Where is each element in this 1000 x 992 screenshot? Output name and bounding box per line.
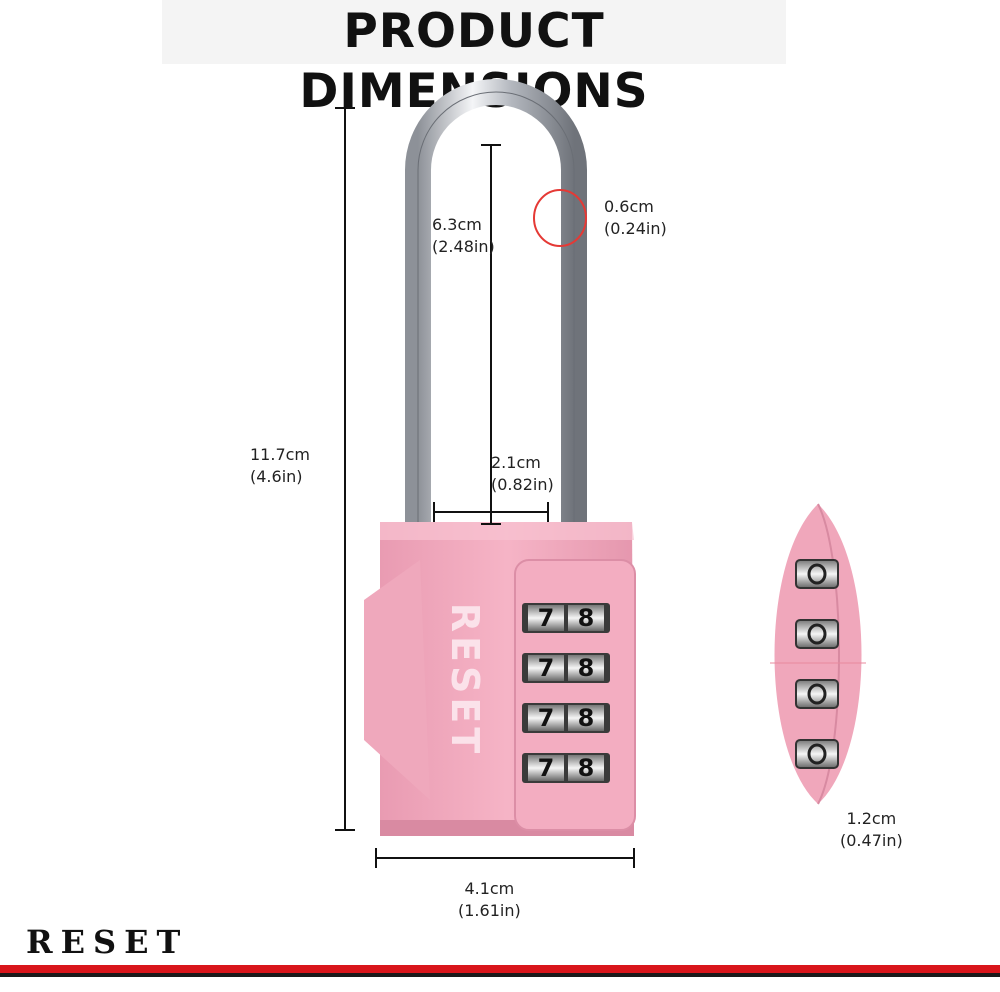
- wheel-right-digit-face: [568, 605, 604, 631]
- footer-red-stripe: [0, 965, 1000, 973]
- wheel-right-digit: 8: [578, 604, 595, 632]
- total-height-in: (4.6in): [250, 467, 303, 486]
- shackle-height-cm: 6.3cm: [432, 215, 482, 234]
- wheel-left-digit: 7: [538, 604, 555, 632]
- shackle: [405, 79, 587, 530]
- shackle-width-cm: 2.1cm: [491, 453, 541, 472]
- shackle-diameter-cm: 0.6cm: [604, 197, 654, 216]
- wheel-left-digit-face: [528, 605, 564, 631]
- side-view: [770, 503, 866, 805]
- total-height-label: 11.7cm (4.6in): [250, 444, 310, 488]
- title-band: [162, 0, 786, 64]
- wheel-left-digit: 7: [538, 754, 555, 782]
- wheel-left-digit: 7: [538, 654, 555, 682]
- total-height-cm: 11.7cm: [250, 445, 311, 464]
- body-width-label: 4.1cm (1.61in): [458, 878, 521, 922]
- side-wheel: [795, 679, 839, 709]
- body-thickness-label: 1.2cm (0.47in): [840, 808, 903, 852]
- shackle-width-in: (0.82in): [491, 475, 554, 494]
- wheel-left-digit-face: [528, 655, 564, 681]
- side-wheel-digit-mark: [807, 563, 827, 585]
- wheel-right-digit-face: [568, 655, 604, 681]
- side-wheel-digit-mark: [807, 743, 827, 765]
- shackle-diameter-in: (0.24in): [604, 219, 667, 238]
- wheel-left-digit-face: [528, 755, 564, 781]
- shackle-diameter-label: 0.6cm (0.24in): [604, 196, 667, 240]
- wheel-right-digit: 8: [578, 754, 595, 782]
- measurement-lines: [335, 107, 635, 868]
- wheel-right-digit: 8: [578, 654, 595, 682]
- shackle-diameter-marker: [533, 189, 587, 247]
- wheel-left-digit: 7: [538, 704, 555, 732]
- body-width-cm: 4.1cm: [464, 879, 515, 898]
- side-wheel: [795, 619, 839, 649]
- shackle-height-in: (2.48in): [432, 237, 495, 256]
- side-wheel: [795, 739, 839, 769]
- side-wheel-digit-mark: [807, 683, 827, 705]
- footer-black-stripe: [0, 973, 1000, 977]
- page-title: PRODUCT DIMENSIONS: [299, 4, 649, 119]
- body-logo: RESET: [443, 603, 487, 757]
- body-width-in: (1.61in): [458, 901, 521, 920]
- side-wheel-digit-mark: [807, 623, 827, 645]
- wheel-right-digit-face: [568, 705, 604, 731]
- side-wheel: [795, 559, 839, 589]
- wheel-right-digit: 8: [578, 704, 595, 732]
- brand-logo: RESET: [26, 923, 189, 961]
- body-thickness-in: (0.47in): [840, 831, 903, 850]
- wheel-left-digit-face: [528, 705, 564, 731]
- wheel-right-digit-face: [568, 755, 604, 781]
- shackle-width-label: 2.1cm (0.82in): [491, 452, 554, 496]
- shackle-height-label: 6.3cm (2.48in): [432, 214, 495, 258]
- body-thickness-cm: 1.2cm: [846, 809, 897, 828]
